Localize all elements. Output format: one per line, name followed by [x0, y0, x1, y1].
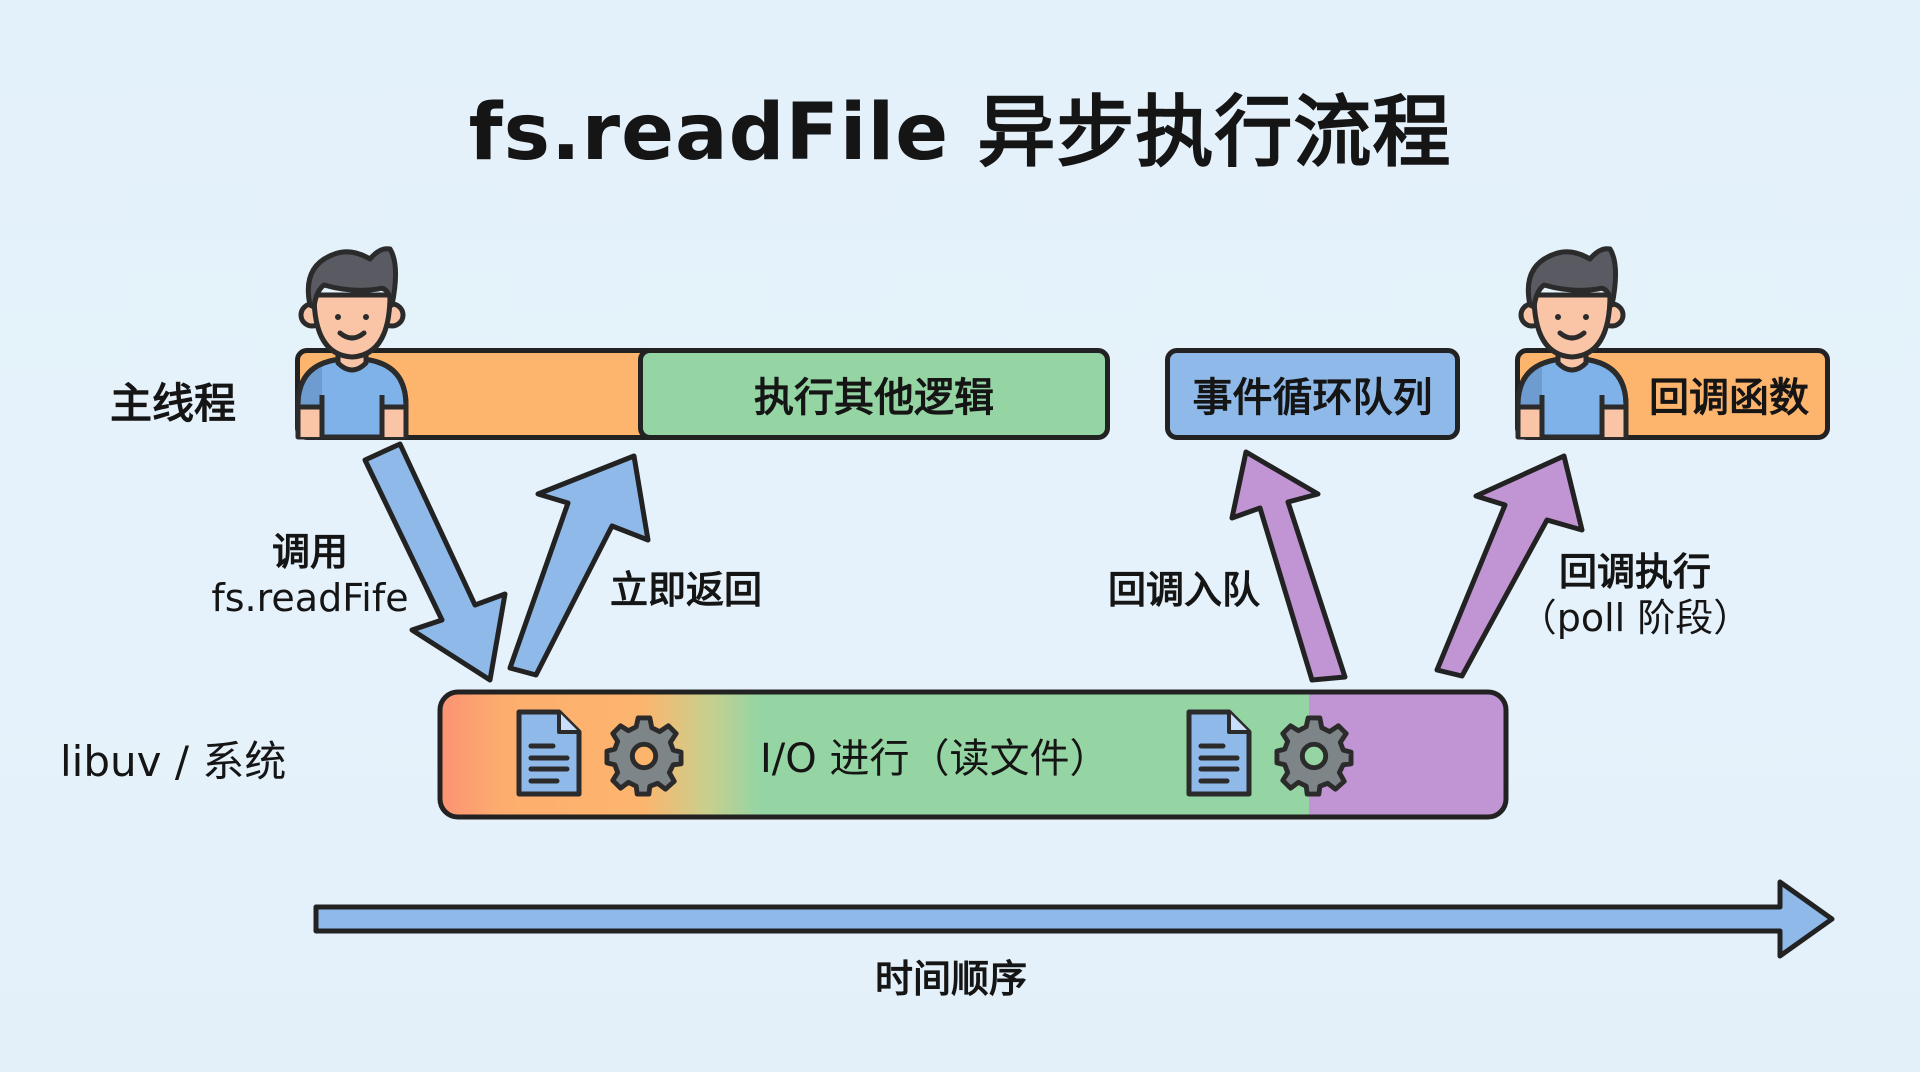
developer-avatar-right [1515, 246, 1629, 440]
call-arrow [362, 441, 508, 683]
execute-arrow [1434, 453, 1585, 679]
gear-icon [604, 715, 684, 797]
lane-label-main-thread: 主线程 [110, 379, 237, 428]
call-arrow-label-line1: 调用 [271, 530, 348, 574]
gear-icon [1274, 715, 1354, 797]
event-loop-queue-label: 事件循环队列 [1192, 375, 1433, 421]
libuv-io-label: I/O 进行（读文件） [760, 736, 1110, 782]
enqueue-arrow [1229, 449, 1348, 683]
return-arrow [507, 453, 651, 678]
enqueue-arrow-label: 回调入队 [1108, 568, 1261, 612]
lane-label-libuv: libuv / 系统 [60, 737, 287, 786]
callback-label: 回调函数 [1649, 375, 1809, 421]
person-icon [295, 246, 409, 440]
other-logic-label: 执行其他逻辑 [754, 375, 994, 421]
timeline-arrow [313, 879, 1835, 959]
execute-arrow-label: 回调执行 （poll 阶段） [1510, 550, 1760, 641]
person-icon [1515, 246, 1629, 440]
execute-arrow-label-line1: 回调执行 [1558, 550, 1711, 594]
file-icon [516, 709, 582, 797]
return-arrow-label: 立即返回 [610, 568, 763, 612]
other-logic-bar: 执行其他逻辑 [638, 348, 1110, 440]
event-loop-queue-bar: 事件循环队列 [1165, 348, 1460, 440]
execute-arrow-label-line2: （poll 阶段） [1518, 595, 1752, 640]
call-arrow-label: 调用 fs.readFife [195, 530, 425, 621]
diagram-title: fs.readFile 异步执行流程 [468, 88, 1452, 178]
timeline-label: 时间顺序 [875, 957, 1028, 1001]
call-arrow-label-line2: fs.readFife [211, 575, 409, 620]
developer-avatar-left [295, 246, 409, 440]
file-icon [1186, 709, 1252, 797]
